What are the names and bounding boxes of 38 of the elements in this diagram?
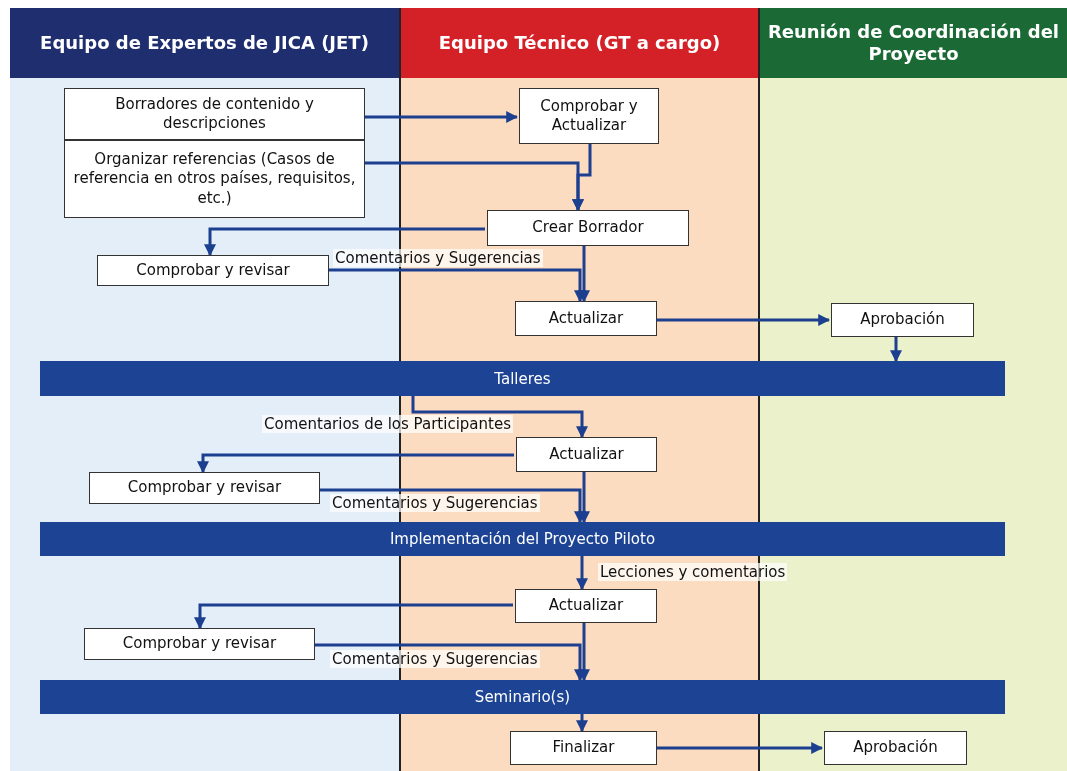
arrow	[578, 472, 590, 524]
lane-header: Reunión de Coordinación del Proyecto	[760, 8, 1067, 78]
arrow	[576, 714, 588, 733]
arrow	[890, 337, 902, 363]
phase-band: Talleres	[40, 361, 1005, 396]
process-box: Actualizar	[515, 589, 657, 623]
process-box: Comprobar y revisar	[84, 628, 315, 660]
arrow	[578, 623, 590, 682]
process-box: Aprobación	[824, 731, 967, 765]
phase-band: Seminario(s)	[40, 680, 1005, 714]
process-box: Actualizar	[515, 301, 657, 336]
process-box: Finalizar	[510, 731, 657, 765]
edge-label: Comentarios y Sugerencias	[330, 650, 540, 668]
edge-label: Comentarios y Sugerencias	[330, 494, 540, 512]
phase-band: Implementación del Proyecto Piloto	[40, 522, 1005, 556]
arrow	[365, 111, 519, 123]
arrow	[655, 314, 831, 326]
process-box: Borradores de contenido y descripciones	[64, 88, 365, 140]
process-box: Actualizar	[516, 437, 657, 472]
arrow	[572, 144, 592, 212]
process-box: Comprobar y Actualizar	[519, 88, 659, 144]
edge-label: Comentarios y Sugerencias	[333, 249, 543, 267]
arrow	[411, 396, 588, 439]
arrow	[194, 603, 513, 630]
process-box: Organizar referencias (Casos de referencia en otros países, requisitos, etc.)	[64, 140, 365, 218]
edge-label: Lecciones y comentarios	[598, 563, 788, 581]
process-box: Aprobación	[831, 303, 974, 337]
process-box: Crear Borrador	[487, 210, 689, 246]
lane-header: Equipo Técnico (GT a cargo)	[401, 8, 758, 78]
lane-header: Equipo de Expertos de JICA (JET)	[10, 8, 399, 78]
arrow	[576, 556, 588, 591]
arrow	[197, 453, 514, 474]
arrow	[655, 742, 824, 754]
arrow	[204, 227, 485, 257]
process-box: Comprobar y revisar	[89, 472, 320, 504]
arrow	[578, 246, 590, 303]
process-box: Comprobar y revisar	[97, 255, 329, 286]
edge-label: Comentarios de los Participantes	[262, 415, 513, 433]
